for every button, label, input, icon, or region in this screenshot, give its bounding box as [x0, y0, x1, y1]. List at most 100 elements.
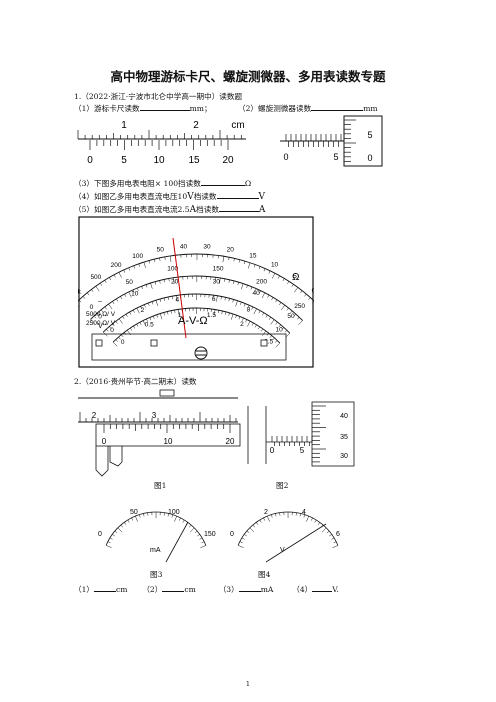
- fig4-label: 4: [302, 509, 306, 516]
- scale-tick: [127, 329, 131, 336]
- scale-tick: [284, 330, 288, 333]
- vernier-label: 20: [222, 155, 234, 166]
- scale-tick: [200, 545, 207, 548]
- scale-tick: [286, 307, 289, 311]
- dial-scale-label: 100: [167, 266, 178, 273]
- scale-tick: [100, 309, 104, 313]
- scale-tick: [331, 537, 335, 540]
- dial-scale-label: 0: [110, 327, 114, 334]
- scale-tick: [163, 312, 165, 316]
- terminal: [95, 339, 103, 347]
- q1-part4-unit: V: [258, 192, 266, 202]
- answer-blank[interactable]: [312, 591, 333, 592]
- scale-tick: [124, 294, 127, 297]
- micrometer-thimble-ticks: [344, 119, 356, 162]
- fig4-scale: [237, 511, 339, 548]
- dial-scale-label: 4: [175, 296, 179, 303]
- fig1-caption-text: 图1: [154, 481, 167, 490]
- dial-scale-label: 500: [90, 274, 101, 281]
- scale-tick: [82, 296, 86, 299]
- scale-tick: [118, 272, 122, 278]
- scale-tick: [213, 309, 216, 316]
- dial-scale-label: 6: [212, 296, 216, 303]
- page-title: 高中物理游标卡尺、螺旋测微器、多用表读数专题: [110, 69, 386, 84]
- micrometer-sleeve-ticks: [285, 134, 342, 147]
- scale-tick: [268, 270, 271, 274]
- zero-adjust-screw[interactable]: [194, 346, 208, 360]
- scale-arc: [102, 293, 291, 334]
- scale-tick: [271, 514, 273, 518]
- scale-tick: [263, 268, 266, 272]
- scale-tick: [216, 295, 218, 302]
- scale-tick: [241, 537, 245, 540]
- scale-tick: [174, 516, 177, 522]
- scale-tick: [115, 339, 118, 342]
- scale-tick: [140, 306, 143, 310]
- dial-scale-label: 0: [98, 314, 102, 321]
- scale-tick: [297, 317, 300, 320]
- scale-tick: [332, 545, 339, 548]
- fig3-ammeter-figure: 0 50 100 150 mA: [98, 509, 216, 563]
- dial-scale-label: 30: [213, 278, 221, 285]
- fig1-vernier-label: 20: [226, 437, 235, 446]
- thimble-label: 0: [367, 153, 372, 163]
- q1-part5-unit: A: [258, 205, 266, 215]
- scale-tick: [243, 303, 246, 307]
- answer-blank[interactable]: [94, 591, 117, 592]
- ohm-symbol: Ω: [292, 272, 300, 283]
- dial-scale-label: 2: [141, 307, 145, 314]
- scale-tick: [182, 519, 185, 523]
- scale-tick: [265, 314, 268, 318]
- scale-tick: [109, 277, 112, 281]
- fig2-thimble-label: 30: [340, 453, 348, 460]
- scale-tick: [174, 309, 176, 313]
- dial-scale-label: 250: [294, 303, 305, 310]
- dial-scale-label: 0: [312, 287, 314, 294]
- vernier-label: 15: [188, 155, 200, 166]
- fig4-label: 0: [230, 531, 234, 538]
- fig1-main-label: 2: [92, 411, 97, 420]
- dial-scale-label: 150: [213, 266, 224, 273]
- scale-tick: [142, 320, 146, 327]
- answer-blank[interactable]: [218, 211, 259, 212]
- answer-blank[interactable]: [311, 110, 364, 111]
- scale-tick: [232, 299, 234, 303]
- scale-tick: [106, 329, 109, 332]
- fig3-scale: [105, 511, 207, 548]
- scale-tick: [290, 310, 293, 314]
- answer-blank[interactable]: [238, 591, 261, 592]
- thimble-label: 5: [367, 130, 372, 140]
- answer-blank[interactable]: [216, 198, 259, 199]
- scale-tick: [78, 306, 80, 309]
- q1-part3-prefix: （3）下图多用电表电阻× 100挡读数: [74, 179, 201, 188]
- terminal: [150, 339, 158, 347]
- fig1-main-label: 3: [152, 411, 157, 420]
- fig3-label: 0: [98, 531, 102, 538]
- scale-tick: [139, 322, 142, 326]
- scale-tick: [247, 305, 250, 308]
- dial-scale-label: 1k: [78, 288, 82, 295]
- dial-scale-label: 10: [276, 326, 284, 333]
- scale-tick: [312, 301, 314, 304]
- scale-tick: [137, 287, 139, 291]
- scale-tick: [170, 310, 172, 314]
- fig3-caption: 图3: [150, 570, 163, 579]
- scale-tick: [97, 312, 100, 316]
- scale-tick: [270, 319, 275, 325]
- scale-tick: [246, 285, 248, 289]
- answer-blank[interactable]: [139, 110, 190, 111]
- scale-tick: [247, 262, 251, 269]
- scale-tick: [118, 336, 121, 340]
- scale-tick: [116, 298, 119, 302]
- dial-scale-label: 8: [247, 307, 251, 314]
- scale-tick: [239, 541, 243, 544]
- q1-part5-mid: 档读数: [196, 205, 219, 214]
- answer-blank[interactable]: [162, 591, 185, 592]
- answer-blank[interactable]: [200, 185, 245, 186]
- vernier-label: 5: [121, 155, 127, 166]
- scale-tick: [135, 516, 138, 522]
- scale-tick: [131, 517, 134, 521]
- scale-tick: [267, 294, 270, 298]
